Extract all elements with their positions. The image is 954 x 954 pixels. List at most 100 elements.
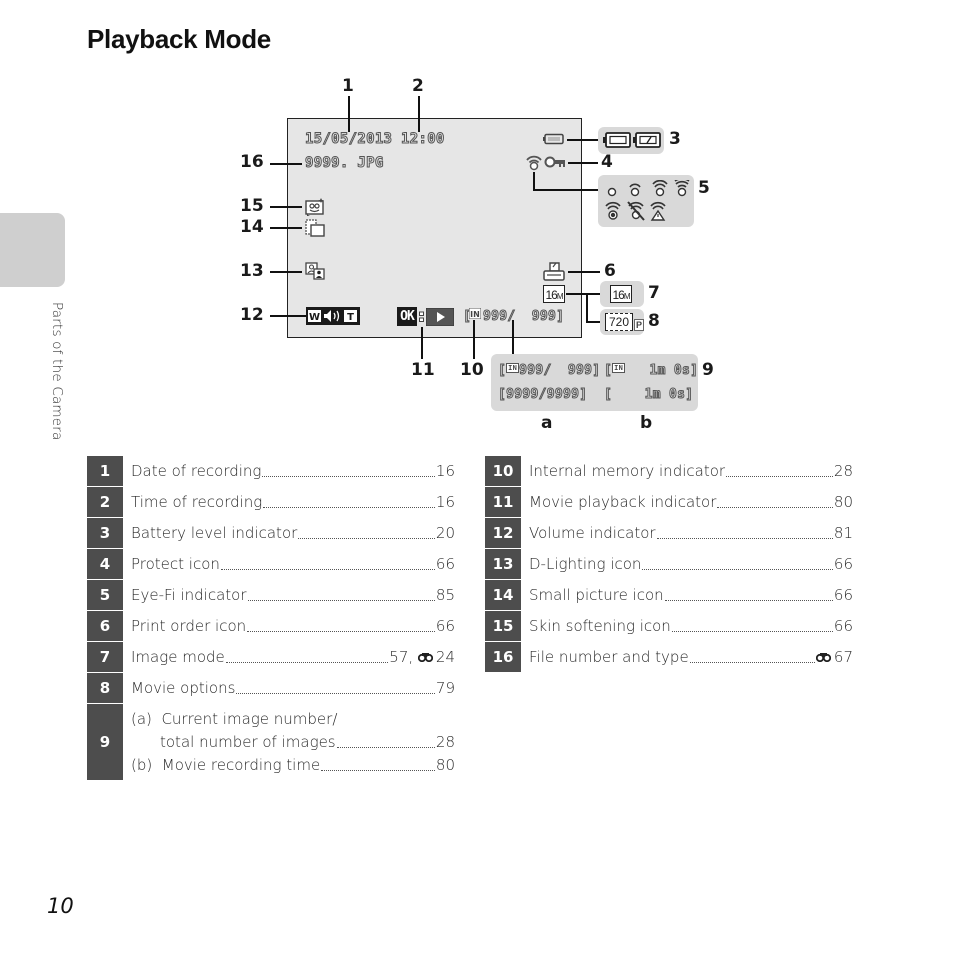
dot-leader <box>671 618 833 632</box>
reference-number: 12 <box>485 518 521 548</box>
item-page-ref: 79 <box>435 679 455 697</box>
frame-counter-readout: 999/ 999] <box>482 309 565 324</box>
protect-key-icon <box>544 156 565 168</box>
callout-12: 12 <box>240 305 264 325</box>
callout-1: 1 <box>342 76 354 96</box>
reference-number: 15 <box>485 611 521 641</box>
dot-leader <box>726 463 833 477</box>
dot-leader <box>220 556 435 570</box>
d-lighting-icon <box>305 262 325 280</box>
svg-text:W: W <box>309 312 320 323</box>
battery-icon <box>543 133 564 145</box>
callout-15: 15 <box>240 196 264 216</box>
reference-number: 1 <box>87 456 123 486</box>
leader-line-6 <box>568 271 600 273</box>
skin-softening-icon <box>305 198 324 216</box>
playback-screen-diagram: 1 2 15/05/2013 12:00 9999. JPG 16 3 <box>0 0 954 450</box>
eye-fi-states-icon <box>605 180 690 221</box>
internal-memory-icon: IN <box>612 363 626 373</box>
camera-monitor-screen <box>287 118 582 338</box>
item-prefix: (b) <box>131 755 162 774</box>
movie-option-suffix: P <box>634 319 645 331</box>
leader-line-12 <box>270 315 306 317</box>
callout-3: 3 <box>669 129 681 149</box>
dot-leader <box>689 649 815 663</box>
item-page-ref: 28 <box>833 462 853 480</box>
reference-number: 5 <box>87 580 123 610</box>
dot-leader <box>656 525 833 539</box>
item-page-ref: 28 <box>435 732 455 751</box>
reference-number: 7 <box>87 642 123 672</box>
item-page-ref: 80 <box>435 755 455 774</box>
movie-playback-icon <box>426 308 454 326</box>
callout-6: 6 <box>604 261 616 281</box>
page-number: 10 <box>47 894 74 918</box>
reference-number: 11 <box>485 487 521 517</box>
callout-8: 8 <box>648 311 660 331</box>
reference-number: 4 <box>87 549 123 579</box>
movie-time-internal: [IN 1m 0s] <box>603 363 699 378</box>
item-page-ref: 66 <box>435 617 455 635</box>
item-page-ref: 80 <box>833 493 853 511</box>
section-tab <box>0 213 65 287</box>
item-label: Print order icon <box>131 617 247 635</box>
dot-leader <box>247 587 435 601</box>
reference-number: 13 <box>485 549 521 579</box>
section-tab-label: Parts of the Camera <box>49 302 65 441</box>
reference-number: 9 <box>87 704 123 780</box>
callout-7: 7 <box>648 283 660 303</box>
reference-number: 6 <box>87 611 123 641</box>
dot-leader <box>336 734 435 748</box>
item-label: Movie playback indicator <box>529 493 717 511</box>
counter-panel <box>491 354 698 411</box>
internal-memory-icon: IN <box>469 308 481 319</box>
eye-fi-icon <box>526 155 542 171</box>
callout-2: 2 <box>412 76 424 96</box>
item-label: Date of recording <box>131 462 262 480</box>
item-page-ref: 66 <box>435 555 455 573</box>
leader-line-5-vertical <box>533 172 535 190</box>
item-label: Volume indicator <box>529 524 656 542</box>
item-label: Protect icon <box>131 555 220 573</box>
reference-number: 2 <box>87 487 123 517</box>
colon-separator-icon <box>419 311 424 322</box>
callout-16: 16 <box>240 152 264 172</box>
dot-leader <box>642 556 833 570</box>
item-label: File number and type <box>529 648 689 666</box>
leader-line-16 <box>270 163 302 165</box>
dot-leader <box>321 757 435 771</box>
reference-text: Movie playback indicator 80 <box>529 487 853 517</box>
leader-line-3 <box>567 139 603 141</box>
callout-9a: a <box>541 413 553 433</box>
leader-line-11 <box>421 327 423 359</box>
callout-5: 5 <box>698 178 710 198</box>
leader-line-4 <box>568 162 598 164</box>
item-label: Image mode <box>131 648 225 666</box>
leader-line-13 <box>270 271 302 273</box>
svg-text:IN: IN <box>470 310 480 319</box>
callout-14: 14 <box>240 217 264 237</box>
small-picture-icon <box>305 219 325 237</box>
item-page-ref: 66 <box>833 617 853 635</box>
print-order-icon <box>543 262 565 281</box>
reference-text: (a) Current image number/total number of… <box>131 704 455 780</box>
dot-leader <box>717 494 833 508</box>
date-time-readout: 15/05/2013 12:00 <box>305 131 445 147</box>
item-page-ref: 66 <box>833 555 853 573</box>
leader-line-2 <box>418 96 420 132</box>
battery-low-icon <box>633 132 661 148</box>
